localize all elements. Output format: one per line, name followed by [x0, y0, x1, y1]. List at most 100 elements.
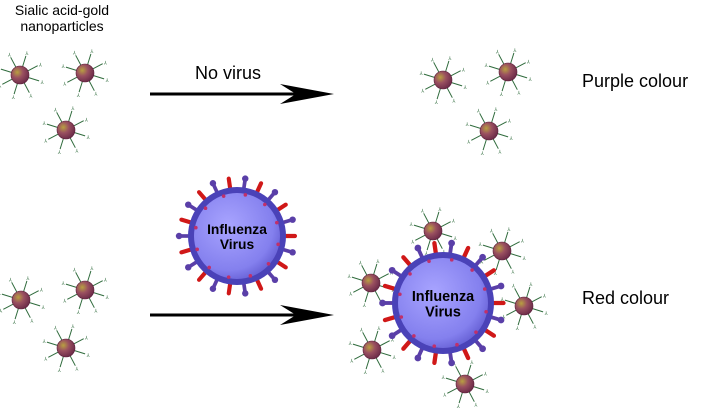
ligand-glyph: ⅄: [466, 140, 471, 146]
ligand-glyph: ⅄: [347, 341, 352, 347]
sialic-acid-ligand: [14, 308, 19, 320]
ligand-glyph: ⅄: [430, 58, 435, 64]
ligand-glyph: ⅄: [72, 51, 77, 57]
ligand-glyph: ⅄: [484, 389, 489, 395]
sialic-acid-ligand: [473, 386, 485, 391]
gold-core: [433, 70, 453, 90]
nanoparticle-label-line1: Sialic acid-gold: [14, 2, 110, 18]
ligand-glyph: ⅄: [424, 251, 429, 257]
ligand-glyph: ⅄: [408, 222, 413, 228]
sialic-acid-ligand: [484, 254, 495, 261]
ligand-glyph: ⅄: [512, 48, 517, 54]
sialic-acid-ligand: [29, 302, 41, 307]
ligand-glyph: ⅄: [420, 209, 425, 215]
ligand-glyph: ⅄: [39, 287, 44, 293]
surface-dot: [427, 259, 431, 264]
sialic-acid-ligand: [440, 221, 451, 228]
surface-dot: [484, 309, 488, 314]
neuraminidase-head: [379, 299, 386, 307]
sialic-acid-ligand: [13, 83, 18, 95]
sialic-acid-ligand: [3, 303, 14, 310]
surface-dot: [470, 268, 474, 272]
sialic-acid-ligand: [445, 60, 450, 72]
ligand-glyph: ⅄: [410, 240, 415, 246]
neuraminidase-head: [414, 354, 422, 362]
surface-dot: [248, 274, 253, 278]
sialic-acid-ligand: [88, 297, 95, 308]
sialic-acid-ligand: [496, 121, 507, 128]
sialic-acid-ligand: [482, 244, 494, 249]
gold-core: [498, 62, 518, 82]
ligand-glyph: ⅄: [497, 149, 502, 155]
ligand-glyph: ⅄: [76, 93, 81, 99]
ligand-glyph: ⅄: [74, 148, 79, 154]
sialic-acid-ligand: [505, 258, 512, 269]
gold-core: [455, 374, 475, 394]
surface-dot: [226, 275, 231, 279]
ligand-glyph: ⅄: [511, 284, 516, 290]
ligand-glyph: ⅄: [62, 299, 67, 305]
ligand-glyph: ⅄: [437, 207, 442, 213]
ligand-glyph: ⅄: [74, 366, 79, 372]
sialic-acid-ligand: [469, 124, 481, 129]
ligand-glyph: ⅄: [434, 100, 439, 106]
surface-dot: [455, 342, 459, 347]
ligand-glyph: ⅄: [12, 320, 17, 326]
gold-nanoparticle: ⅄⅄⅄⅄⅄⅄⅄⅄: [440, 360, 489, 409]
virus-label-line2: Virus: [425, 305, 461, 321]
neuraminidase-head: [289, 249, 296, 256]
gold-core: [423, 221, 443, 241]
ligand-glyph: ⅄: [93, 91, 98, 97]
ligand-glyph: ⅄: [41, 121, 46, 127]
nanoparticle-label: Sialic acid-gold nanoparticles: [0, 2, 124, 34]
ligand-glyph: ⅄: [462, 85, 467, 91]
ligand-glyph: ⅄: [528, 282, 533, 288]
sialic-acid-ligand: [436, 238, 443, 249]
sialic-acid-ligand: [446, 87, 453, 98]
sialic-acid-ligand: [516, 74, 528, 79]
ligand-glyph: ⅄: [0, 84, 2, 90]
sialic-acid-ligand: [510, 52, 515, 64]
surface-dot: [474, 330, 478, 334]
neuraminidase-head: [175, 232, 183, 240]
ligand-glyph: ⅄: [0, 309, 3, 315]
sialic-acid-ligand: [413, 224, 425, 229]
surface-dot: [195, 247, 199, 252]
sialic-acid-ligand: [352, 343, 364, 348]
gold-core: [56, 338, 76, 358]
ligand-glyph: ⅄: [43, 357, 48, 363]
arrow-with-virus: [150, 305, 334, 325]
sialic-acid-ligand: [46, 123, 58, 128]
ligand-glyph: ⅄: [40, 305, 45, 311]
neuraminidase-head: [479, 253, 486, 261]
ligand-glyph: ⅄: [375, 259, 380, 265]
surface-dot: [194, 225, 198, 230]
ligand-glyph: ⅄: [469, 360, 474, 366]
ligand-glyph: ⅄: [543, 311, 548, 317]
sialic-acid-ligand: [69, 137, 76, 148]
gold-core: [362, 340, 382, 360]
sialic-acid-ligand: [23, 82, 30, 93]
ligand-glyph: ⅄: [516, 90, 521, 96]
sialic-acid-ligand: [46, 341, 58, 346]
ligand-glyph: ⅄: [11, 95, 16, 101]
sialic-acid-ligand: [504, 299, 516, 304]
gold-nanoparticle: ⅄⅄⅄⅄⅄⅄⅄⅄: [41, 324, 90, 374]
ligand-glyph: ⅄: [521, 256, 526, 262]
neuraminidase-head: [185, 201, 192, 208]
sialic-acid-ligand: [492, 233, 499, 244]
sialic-acid-ligand: [48, 133, 59, 140]
ligand-glyph: ⅄: [7, 53, 12, 59]
sialic-acid-ligand: [1, 293, 13, 298]
surface-dot: [449, 258, 454, 262]
ligand-glyph: ⅄: [532, 324, 537, 330]
sialic-acid-ligand: [75, 272, 82, 283]
neuraminidase-head: [289, 216, 296, 223]
sialic-acid-ligand: [472, 374, 483, 381]
ligand-glyph: ⅄: [493, 107, 498, 113]
surface-dot: [432, 344, 437, 348]
ligand-glyph: ⅄: [499, 92, 504, 98]
sialic-acid-ligand: [490, 75, 501, 82]
